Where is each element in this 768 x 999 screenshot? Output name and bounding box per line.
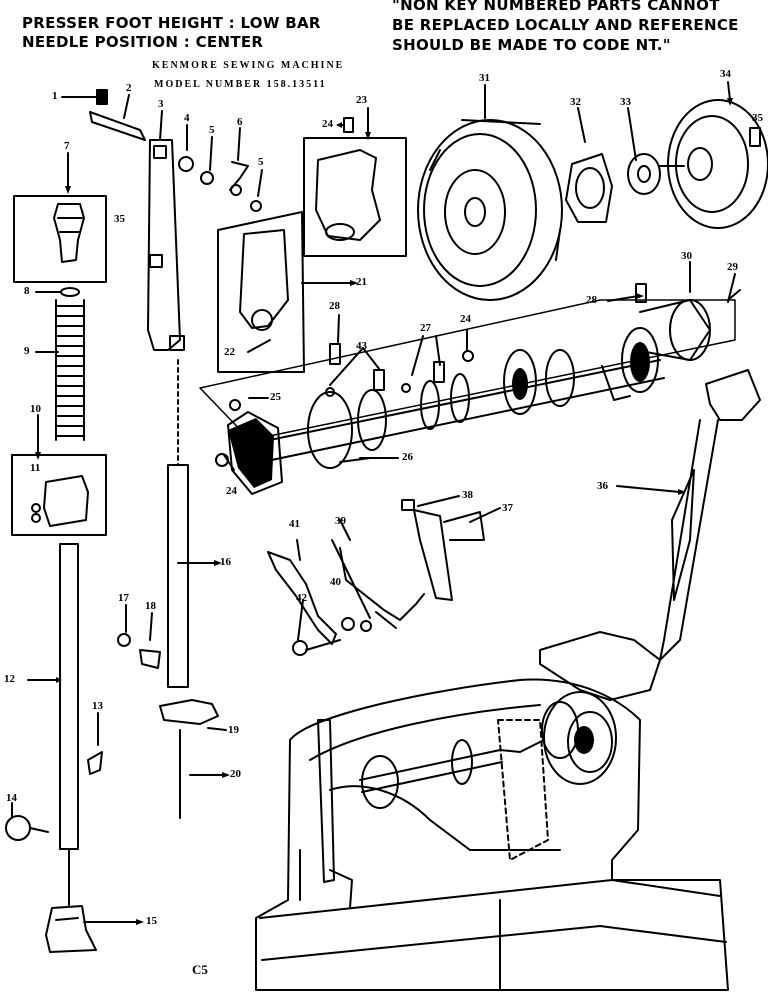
callout-14: 14 [6, 792, 17, 804]
callout-41: 41 [289, 518, 300, 530]
callout-24b: 24 [226, 485, 237, 497]
callout-42: 42 [296, 592, 307, 604]
callout-3: 3 [158, 98, 164, 110]
callout-33a: 33 [620, 96, 631, 108]
callout-5a: 5 [209, 124, 215, 136]
subtitle-machine: KENMORE SEWING MACHINE [152, 60, 345, 71]
callout-40: 40 [330, 576, 341, 588]
callout-2: 2 [126, 82, 132, 94]
callout-26: 26 [402, 451, 413, 463]
header-note-line2: BE REPLACED LOCALLY AND REFERENCE [392, 16, 739, 34]
callout-24a: 24 [322, 118, 333, 130]
header-note-line1: "NON KEY NUMBERED PARTS CANNOT [392, 0, 720, 14]
callout-29: 29 [727, 261, 738, 273]
callout-24c: 24 [460, 313, 471, 325]
subtitle-model: MODEL NUMBER 158.13511 [154, 79, 327, 90]
callout-9: 9 [24, 345, 30, 357]
callout-4: 4 [184, 112, 190, 124]
callout-28b: 28 [586, 294, 597, 306]
callout-36: 36 [597, 480, 608, 492]
callout-35b: 35 [114, 213, 125, 225]
callout-11: 11 [30, 462, 41, 474]
callout-19: 19 [228, 724, 239, 736]
callout-8: 8 [24, 285, 30, 297]
callout-13: 13 [92, 700, 103, 712]
callout-27: 27 [420, 322, 431, 334]
callout-39: 39 [335, 515, 346, 527]
header-note-line3: SHOULD BE MADE TO CODE NT." [392, 36, 671, 54]
callout-30: 30 [681, 250, 692, 262]
callout-20: 20 [230, 768, 241, 780]
header-needle-position: NEEDLE POSITION : CENTER [22, 33, 264, 51]
callout-16: 16 [220, 556, 231, 568]
callout-7: 7 [64, 140, 70, 152]
callout-1: 1 [52, 90, 58, 102]
callout-25: 25 [270, 391, 281, 403]
callout-5b: 5 [258, 156, 264, 168]
callout-23: 23 [356, 94, 367, 106]
callout-10: 10 [30, 403, 41, 415]
callout-6: 6 [237, 116, 243, 128]
callout-31: 31 [479, 72, 490, 84]
callout-17: 17 [118, 592, 129, 604]
callout-37: 37 [502, 502, 513, 514]
callout-21: 21 [356, 276, 367, 288]
footer-code: C5 [192, 962, 208, 977]
callout-12: 12 [4, 673, 15, 685]
callout-35a: 35 [752, 112, 763, 124]
header-presser-foot: PRESSER FOOT HEIGHT : LOW BAR [22, 14, 321, 32]
callout-28a: 28 [329, 300, 340, 312]
callout-15: 15 [146, 915, 157, 927]
callout-43: 43 [356, 340, 367, 352]
callout-18: 18 [145, 600, 156, 612]
callout-32: 32 [570, 96, 581, 108]
callout-22: 22 [224, 346, 235, 358]
callout-38: 38 [462, 489, 473, 501]
callout-34: 34 [720, 68, 731, 80]
